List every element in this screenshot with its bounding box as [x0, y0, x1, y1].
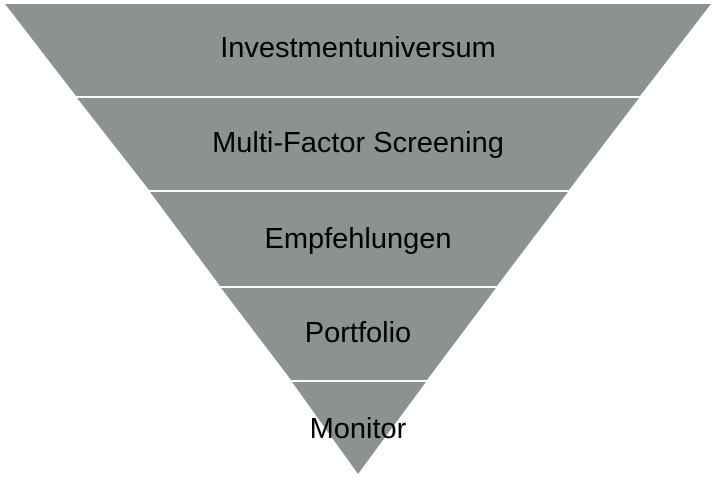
funnel-stage-shape — [150, 192, 568, 286]
funnel-stage-label: Portfolio — [305, 317, 411, 349]
funnel-stage-investmentuniversum: Investmentuniversum — [5, 4, 711, 96]
funnel-stage-multi-factor-screening: Multi-Factor Screening — [77, 98, 639, 190]
funnel-stage-portfolio: Portfolio — [221, 288, 496, 380]
funnel-stage-monitor: Monitor — [292, 382, 426, 474]
funnel-stage-shape — [77, 98, 639, 190]
funnel-stage-shape — [292, 382, 426, 474]
funnel-stage-label: Empfehlungen — [264, 223, 451, 255]
funnel-stage-label: Monitor — [310, 413, 407, 445]
funnel-stage-shape — [221, 288, 496, 380]
funnel-stage-label: Investmentuniversum — [220, 32, 496, 64]
funnel-stage-label: Multi-Factor Screening — [212, 127, 504, 159]
funnel-stage-shape — [5, 4, 711, 96]
funnel-stage-empfehlungen: Empfehlungen — [150, 192, 568, 286]
